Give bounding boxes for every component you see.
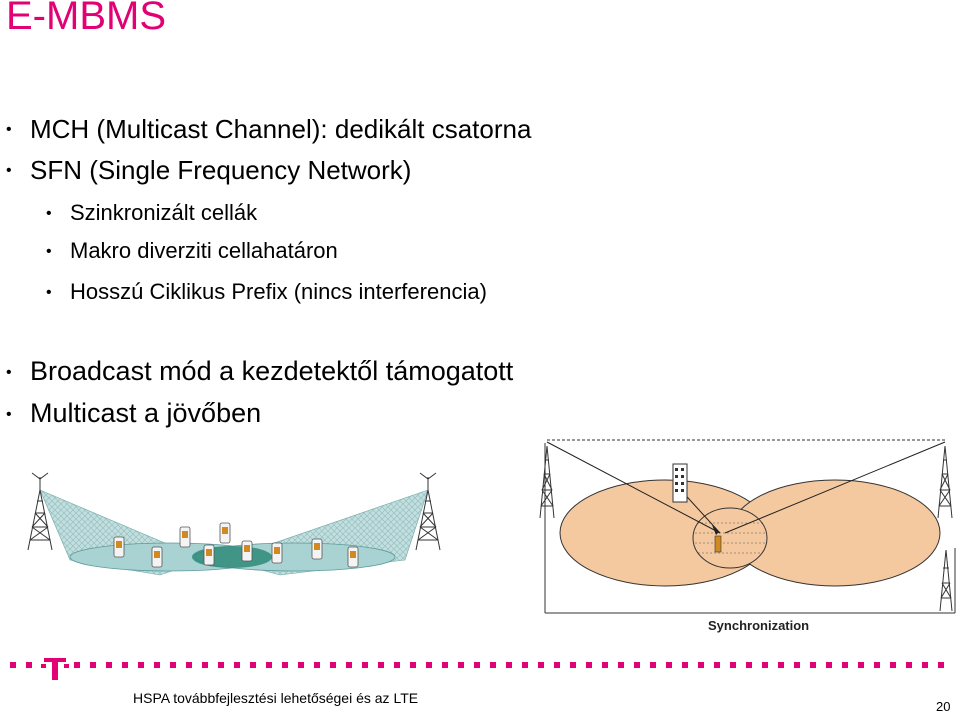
right-tower-icon — [937, 445, 953, 519]
footer-dot — [362, 662, 368, 668]
footer-dot — [26, 662, 32, 668]
footer-dot — [458, 662, 464, 668]
bullet-text: SFN (Single Frequency Network) — [30, 155, 412, 185]
synchronization-label: Synchronization — [708, 618, 810, 633]
footer-dot — [794, 662, 800, 668]
footer-dot — [714, 662, 720, 668]
footer-dot — [202, 662, 208, 668]
footer-dot — [186, 662, 192, 668]
footer-dot — [730, 662, 736, 668]
footer-dot — [938, 662, 944, 668]
bullet-dot-icon: • — [6, 162, 12, 179]
footer-dot — [170, 662, 176, 668]
footer-dot — [410, 662, 416, 668]
footer-dot — [874, 662, 880, 668]
bullet-text: Hosszú Ciklikus Prefix (nincs interferen… — [70, 279, 487, 304]
footer-dot — [218, 662, 224, 668]
footer-dot — [426, 662, 432, 668]
footer-dot — [666, 662, 672, 668]
footer-dot — [698, 662, 704, 668]
bullet-item: • SFN (Single Frequency Network) — [6, 155, 412, 185]
bullet-text: MCH (Multicast Channel): dedikált csator… — [30, 114, 532, 144]
footer-dot — [554, 662, 560, 668]
footer-dot — [266, 662, 272, 668]
footer-dot — [298, 662, 304, 668]
synchronization-figure — [539, 439, 956, 614]
bullet-item: • Multicast a jövőben — [6, 398, 262, 428]
bullet-dot-icon: • — [6, 121, 12, 138]
footer-dot — [650, 662, 656, 668]
bullet-item: • Broadcast mód a kezdetektől támogatott — [6, 356, 514, 386]
footer-dot-line — [10, 658, 944, 680]
footer-dot — [138, 662, 144, 668]
footer-dot — [346, 662, 352, 668]
footer-dot — [586, 662, 592, 668]
bullet-dot-icon: • — [46, 205, 52, 222]
bullet-dot-icon: • — [46, 243, 52, 260]
footer-dot — [506, 662, 512, 668]
footer-dot — [570, 662, 576, 668]
footer-dot — [602, 662, 608, 668]
footer-dot — [906, 662, 912, 668]
footer-dot — [90, 662, 96, 668]
footer-dot — [922, 662, 928, 668]
footer-dot — [154, 662, 160, 668]
footer-dot — [314, 662, 320, 668]
page-number: 20 — [936, 699, 951, 714]
footer-dot — [234, 662, 240, 668]
footer-dot — [490, 662, 496, 668]
footer-dot — [618, 662, 624, 668]
bullet-text: Broadcast mód a kezdetektől támogatott — [30, 356, 514, 386]
bullet-text: Makro diverziti cellahatáron — [70, 238, 338, 263]
footer-dot — [842, 662, 848, 668]
sub-bullet-item: • Szinkronizált cellák — [46, 200, 258, 225]
footer-dot — [858, 662, 864, 668]
sub-bullet-item: • Hosszú Ciklikus Prefix (nincs interfer… — [46, 279, 487, 304]
footer-dot — [634, 662, 640, 668]
bullet-text: Multicast a jövőben — [30, 398, 262, 428]
footer-text: HSPA továbbfejlesztési lehetőségei és az… — [133, 690, 419, 706]
overlap-cell-ellipse — [692, 507, 768, 569]
sub-bullet-item: • Makro diverziti cellahatáron — [46, 238, 338, 263]
footer-dot — [890, 662, 896, 668]
footer-dot — [762, 662, 768, 668]
bullet-dot-icon: • — [6, 406, 12, 423]
sfn-broadcast-figure — [27, 472, 441, 576]
footer-dot — [394, 662, 400, 668]
slide-title: E-MBMS — [6, 0, 166, 38]
building-icon — [672, 463, 688, 503]
bullet-text: Szinkronizált cellák — [70, 200, 258, 225]
footer-dot — [282, 662, 288, 668]
footer-dot — [682, 662, 688, 668]
footer-dot — [442, 662, 448, 668]
footer-dot — [474, 662, 480, 668]
footer-dot — [810, 662, 816, 668]
footer-dot — [250, 662, 256, 668]
footer-dot — [746, 662, 752, 668]
footer-dot — [778, 662, 784, 668]
bullet-dot-icon: • — [6, 364, 12, 381]
right-tower-icon — [415, 472, 441, 551]
left-tower-icon — [27, 472, 53, 551]
footer-dot — [378, 662, 384, 668]
footer-dot — [538, 662, 544, 668]
footer-dot — [522, 662, 528, 668]
phone-icon — [714, 535, 722, 553]
footer-dot — [330, 662, 336, 668]
bottom-right-tower-icon — [939, 549, 953, 612]
footer-dot — [826, 662, 832, 668]
bullet-item: • MCH (Multicast Channel): dedikált csat… — [6, 114, 532, 144]
footer-dot — [122, 662, 128, 668]
bullet-dot-icon: • — [46, 284, 52, 301]
footer-dot — [10, 662, 16, 668]
left-tower-icon — [539, 445, 555, 519]
footer-dot — [106, 662, 112, 668]
footer-dot — [74, 662, 80, 668]
telekom-t-logo-icon — [41, 658, 69, 680]
